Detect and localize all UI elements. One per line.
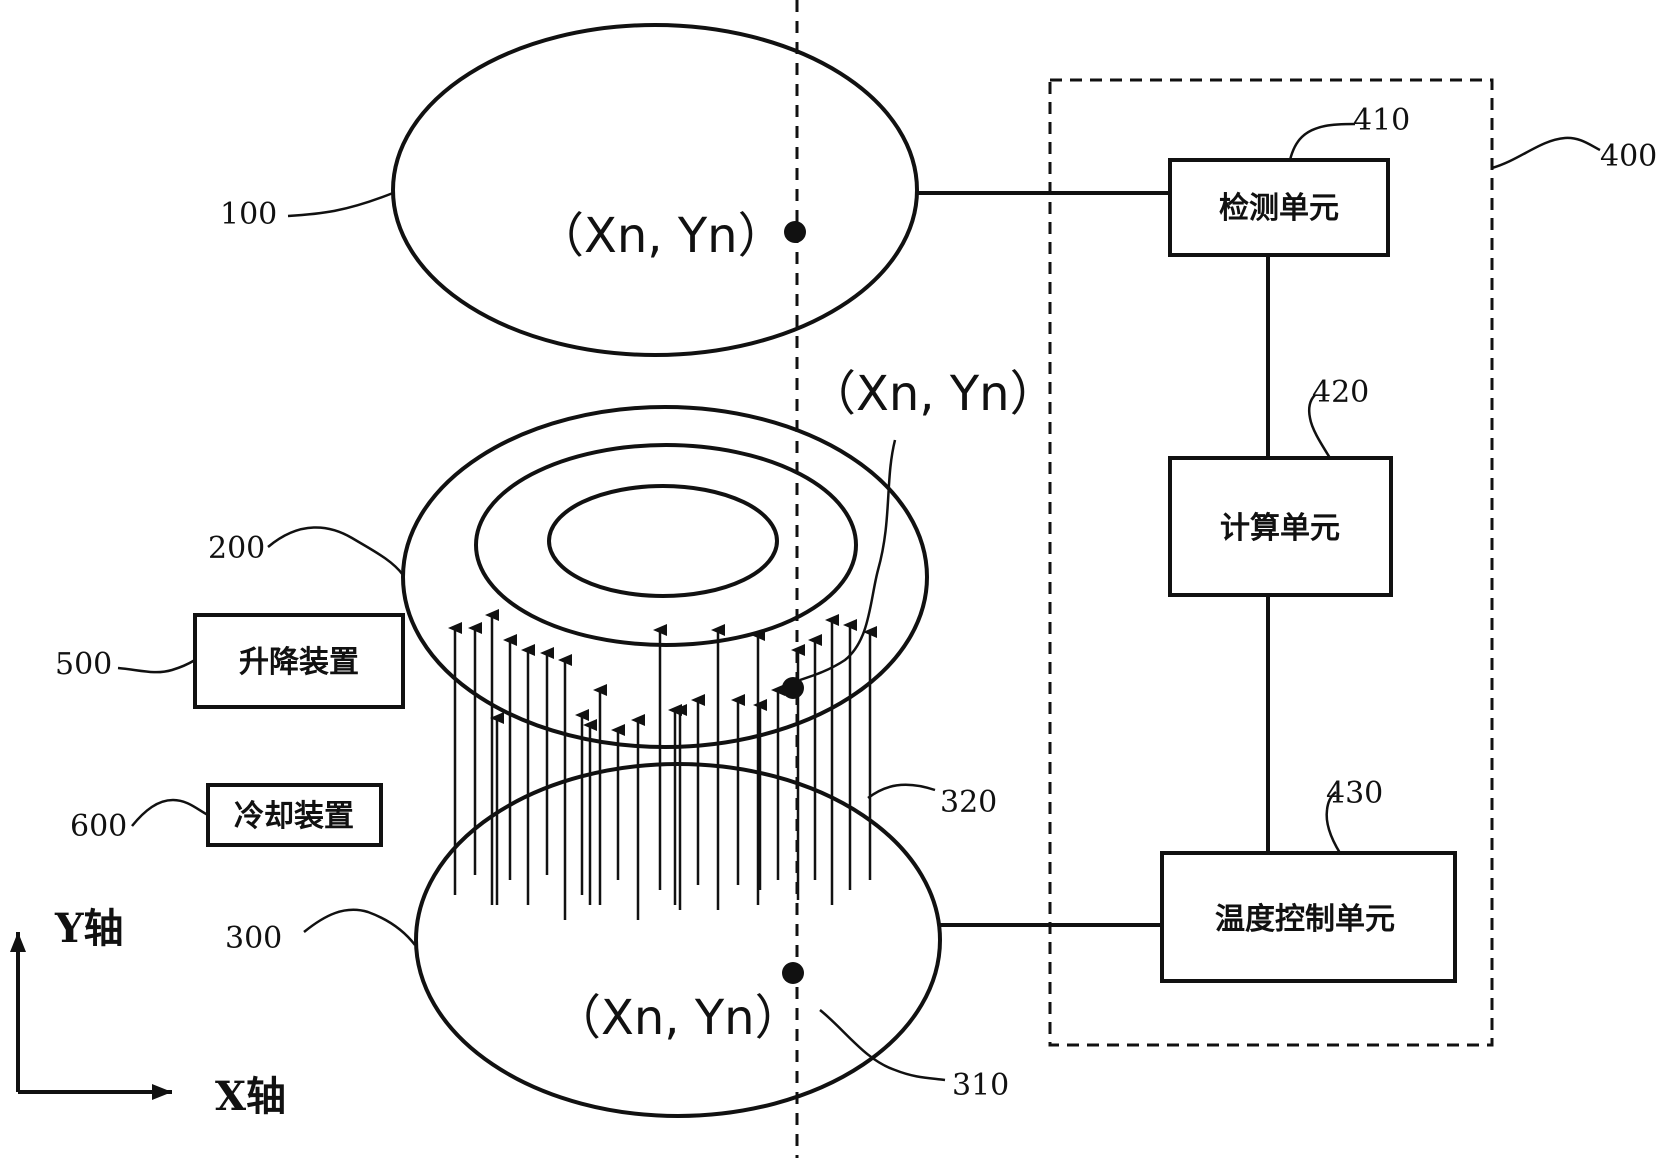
cooling-device-label: 冷却装置 bbox=[234, 799, 354, 834]
lift-device-label: 升降装置 bbox=[239, 645, 359, 680]
detect-unit-label: 检测单元 bbox=[1219, 191, 1339, 226]
compute-unit-box bbox=[1168, 456, 1393, 597]
compute-unit-label: 计算单元 bbox=[1220, 511, 1340, 546]
leader-100 bbox=[287, 191, 394, 218]
ring-200-middle bbox=[474, 443, 858, 647]
ref-label-300: 300 bbox=[225, 921, 282, 956]
ref-label-420: 420 bbox=[1312, 375, 1369, 410]
leader-600 bbox=[131, 798, 209, 827]
leader-430 bbox=[1325, 791, 1342, 854]
ref-label-410: 410 bbox=[1353, 103, 1410, 138]
detect-unit-box bbox=[1168, 158, 1390, 257]
point-marker-middle bbox=[782, 677, 804, 699]
ellipse-100 bbox=[391, 23, 919, 357]
x-axis-label: X轴 bbox=[215, 1073, 286, 1120]
ref-label-600: 600 bbox=[70, 809, 127, 844]
leader-400 bbox=[1491, 136, 1601, 170]
ref-label-400: 400 bbox=[1600, 139, 1657, 174]
temp-control-unit-label: 温度控制单元 bbox=[1215, 902, 1395, 937]
ref-label-310: 310 bbox=[952, 1068, 1009, 1103]
leader-200 bbox=[267, 526, 405, 576]
ref-label-100: 100 bbox=[220, 197, 277, 232]
control-group-400 bbox=[1048, 78, 1494, 1047]
coord-label-top: （Xn, Yn） bbox=[536, 208, 786, 264]
point-marker-top bbox=[784, 221, 806, 243]
arrow-group-320 bbox=[448, 609, 877, 920]
temp-control-unit-box bbox=[1160, 851, 1457, 983]
leader-500 bbox=[117, 658, 196, 674]
ellipse-300 bbox=[414, 762, 942, 1118]
leader-300 bbox=[303, 908, 416, 946]
leader-middle-coord bbox=[799, 439, 897, 682]
ref-label-320: 320 bbox=[940, 785, 997, 820]
coord-label-bottom: （Xn, Yn） bbox=[553, 990, 803, 1046]
leader-320 bbox=[867, 783, 936, 799]
ref-label-500: 500 bbox=[55, 647, 112, 682]
leader-420 bbox=[1307, 394, 1332, 459]
ref-label-200: 200 bbox=[208, 531, 265, 566]
ring-200-outer bbox=[401, 405, 929, 749]
point-marker-bottom bbox=[782, 962, 804, 984]
ref-label-430: 430 bbox=[1326, 776, 1383, 811]
leader-310 bbox=[819, 1009, 946, 1082]
ring-200-inner bbox=[547, 484, 779, 598]
leader-410 bbox=[1288, 122, 1356, 161]
coord-label-middle: （Xn, Yn） bbox=[808, 366, 1058, 422]
y-axis-label: Y轴 bbox=[54, 905, 124, 952]
